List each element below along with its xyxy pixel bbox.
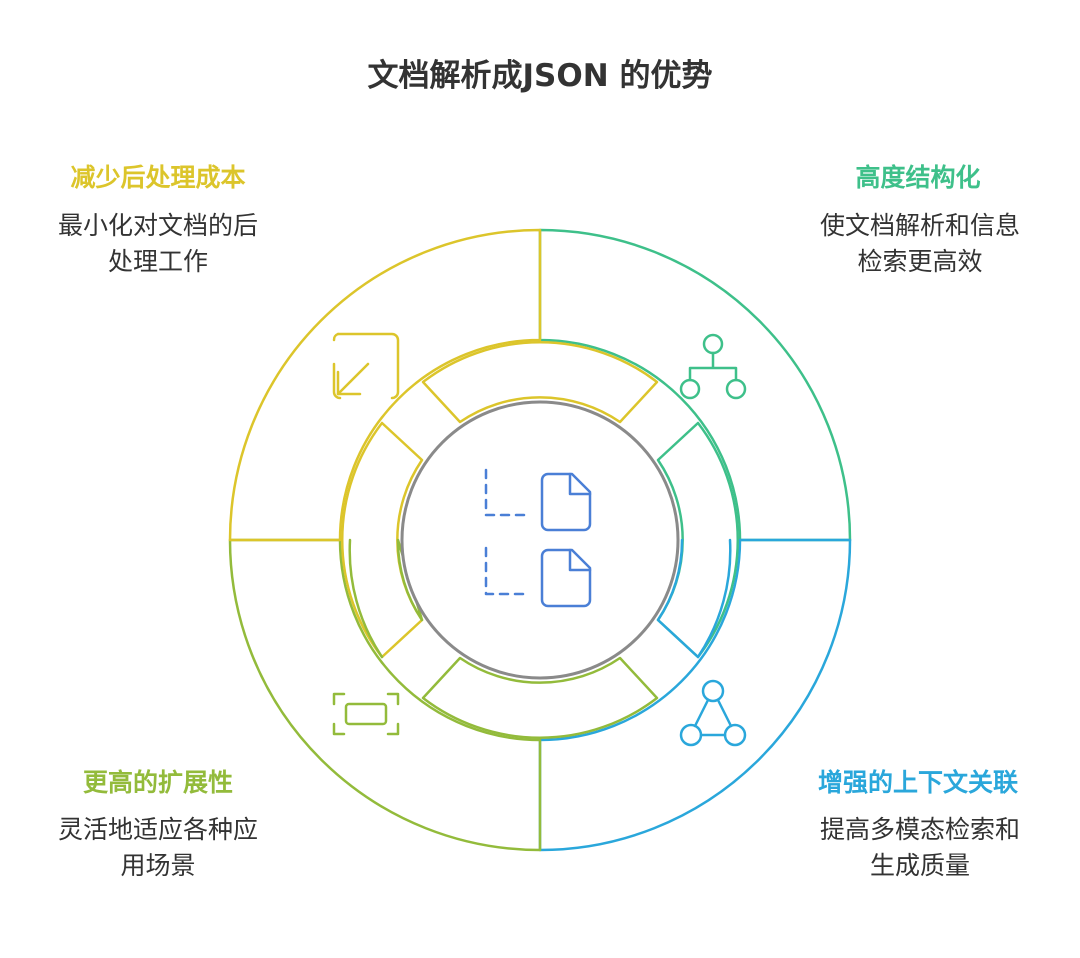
quadrant-top-right (538, 228, 852, 542)
center-circle (400, 400, 680, 680)
network-triangle-icon (679, 679, 747, 747)
inner-arc-right-lower (656, 538, 732, 659)
desc-bottom-left: 灵活地适应各种应 用场景 (36, 812, 280, 884)
resize-arrow-icon (332, 332, 400, 400)
expand-frame-icon (332, 692, 400, 736)
page-title: 文档解析成JSON 的优势 (367, 58, 713, 94)
desc-line: 用场景 (120, 851, 196, 880)
heading-top-left: 减少后处理成本 (70, 163, 246, 192)
desc-line: 处理工作 (107, 247, 208, 276)
desc-line: 使文档解析和信息 (819, 211, 1020, 240)
desc-line: 灵活地适应各种应 (57, 815, 258, 844)
desc-line: 提高多模态检索和 (819, 815, 1020, 844)
desc-top-right: 使文档解析和信息 检索更高效 (798, 208, 1042, 280)
inner-arc-top (421, 340, 659, 424)
heading-bottom-right: 增强的上下文关联 (817, 768, 1018, 797)
hierarchy-tree-icon (679, 333, 747, 400)
quadrant-top-left (228, 228, 542, 542)
document-tree-icon (484, 468, 592, 608)
inner-arc-bottom (421, 656, 659, 740)
desc-bottom-right: 提高多模态检索和 生成质量 (798, 812, 1042, 884)
desc-line: 生成质量 (869, 851, 970, 880)
quadrant-bottom-right (538, 538, 852, 852)
inner-arc-left-lower (348, 538, 424, 659)
heading-top-right: 高度结构化 (855, 163, 981, 192)
heading-bottom-left: 更高的扩展性 (82, 768, 233, 797)
desc-line: 最小化对文档的后 (57, 211, 258, 240)
desc-top-left: 最小化对文档的后 处理工作 (36, 208, 280, 280)
desc-line: 检索更高效 (857, 247, 983, 276)
quadrant-bottom-left (228, 538, 542, 852)
